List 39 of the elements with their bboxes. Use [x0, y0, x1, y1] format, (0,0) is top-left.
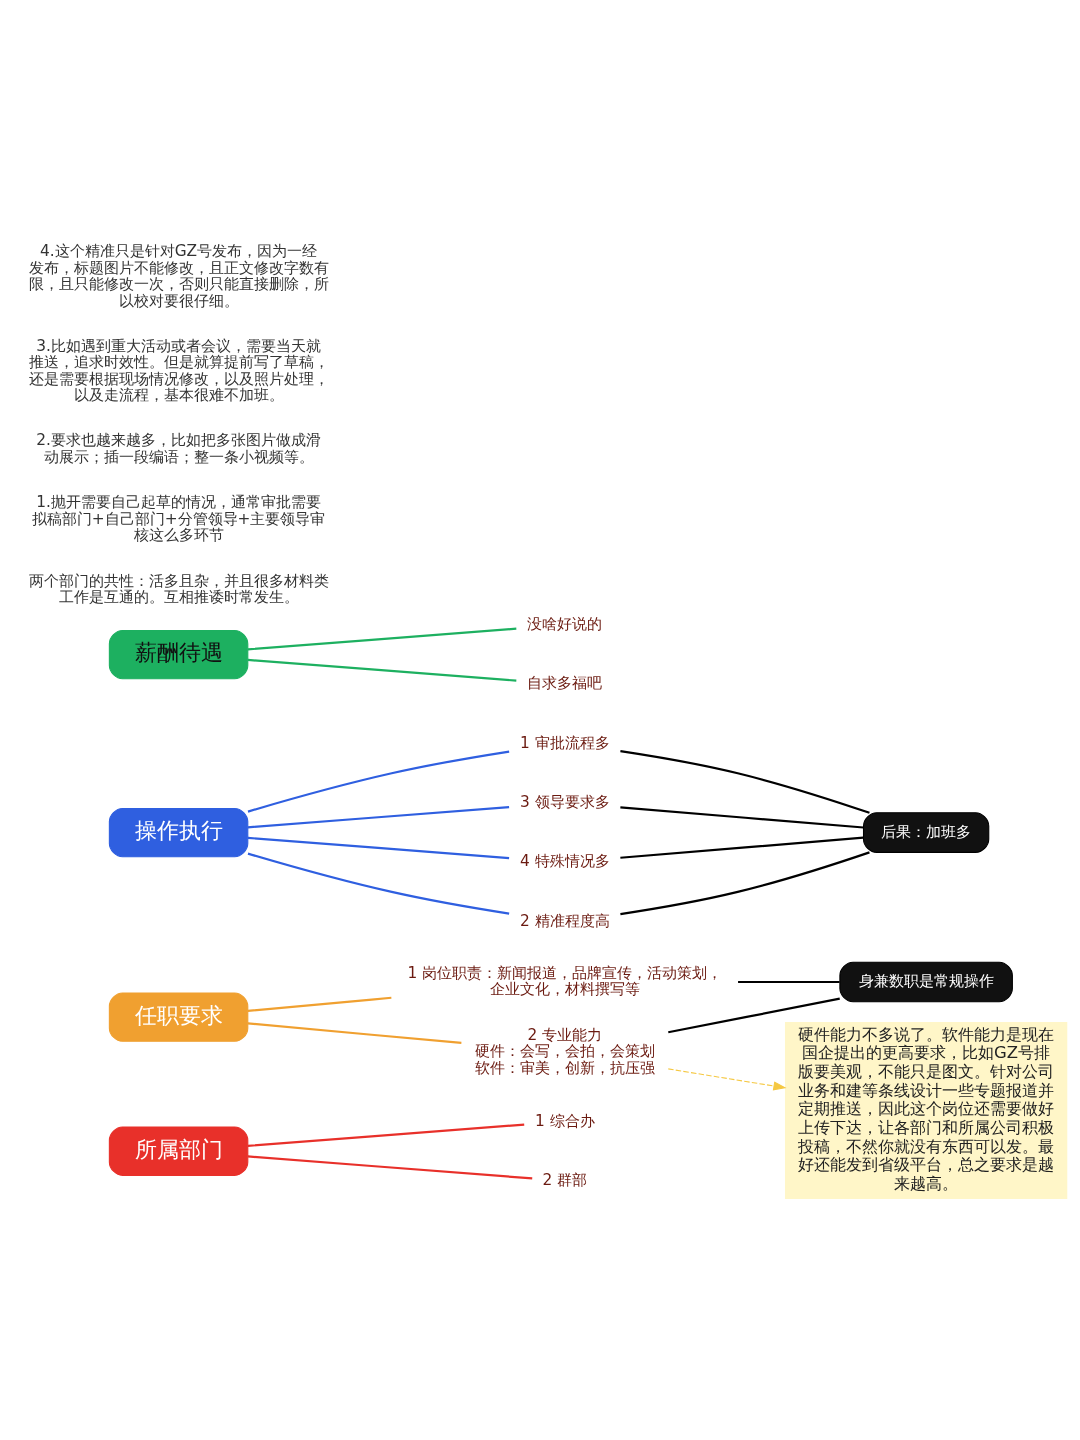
- connector: [247, 1155, 533, 1180]
- node-box: 身兼数职是常规操作: [839, 961, 1013, 1003]
- connector: [247, 750, 510, 813]
- connector: [247, 1123, 525, 1147]
- node-box: 操作执行: [108, 807, 249, 858]
- node-box: 薪酬待遇: [108, 629, 249, 680]
- connector: [620, 836, 864, 859]
- connector: [620, 806, 864, 829]
- node-text: 没啥好说的: [527, 615, 603, 634]
- node-text: 2 精准程度高: [519, 911, 610, 930]
- label: 3.比如遇到重大活动或者会议，需要当天就推送，追求时效性。但是就算提前写了草稿，还是需要根据现场情况修改，以及照片处理，以及走流程，基本很难不加班。: [28, 336, 329, 404]
- connector: [247, 852, 510, 915]
- node-text: 自求多福吧: [527, 674, 603, 693]
- connector: [247, 1022, 462, 1045]
- connector: [247, 658, 517, 682]
- node-box: 所属部门: [108, 1126, 249, 1176]
- node-text: 1 综合办: [534, 1111, 595, 1130]
- node-text: 2 专业能力 硬件：会写，会拍，会策划 软件：审美，创新，抗压强: [474, 1025, 655, 1077]
- connector: [620, 851, 870, 916]
- connector: [247, 806, 510, 829]
- connector: [247, 996, 392, 1012]
- node-text: 1 审批流程多: [519, 733, 610, 752]
- node-text: 2 群部: [542, 1170, 588, 1189]
- node-box: 硬件能力不多说了。软件能力是现在国企提出的更高要求，比如GZ号排版要美观，不能只是图文。针对公司业务和建等条线设计一些专题报道并定期推送，因此这个岗位还需要做好上传下达，让各部门和所属公司积极投稿，不然你就没有东西可以发。最好还能发到省级平台，总之要求是越来越高。: [784, 1022, 1068, 1199]
- connector: [620, 750, 870, 814]
- node-text: 4 特殊情况多: [519, 852, 610, 871]
- label: 两个部门的共性：活多且杂，并且很多材料类工作是互通的。互相推诿时常发生。: [28, 571, 329, 607]
- label: 4.这个精准只是针对GZ号发布，因为一经发布，标题图片不能修改，且正文修改字数有限，且只能修改一次，否则只能直接删除，所以校对要很仔细。: [28, 242, 329, 310]
- label: 1.抛开需要自己起草的情况，通常审批需要拟稿部门+自己部门+分管领导+主要领导审核这么多环节: [31, 493, 326, 545]
- node-box: 任职要求: [108, 992, 249, 1042]
- connector: [668, 997, 840, 1034]
- connector: [247, 627, 517, 651]
- connector: [738, 980, 840, 984]
- node-box: 后果：加班多: [862, 812, 990, 853]
- label: 2.要求也越来越多，比如把多张图片做成滑动展示；插一段编语；整一条小视频等。: [36, 431, 321, 466]
- arrow: [667, 1068, 787, 1091]
- connector: [247, 836, 510, 860]
- node-text: 1 岗位职责：新闻报道，品牌宣传，活动策划，企业文化，材料撰写等: [407, 963, 723, 999]
- node-text: 3 领导要求多: [519, 793, 610, 811]
